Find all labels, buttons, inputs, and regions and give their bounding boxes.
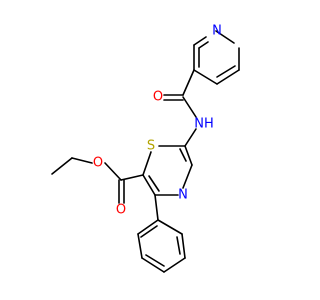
bond [163, 257, 186, 273]
bond [141, 257, 165, 273]
bond [193, 36, 207, 46]
atom-s-thiazole: S [147, 139, 155, 154]
bond [104, 162, 122, 181]
atom-n-thiazole: N [178, 188, 188, 203]
structure-canvas: N O NH S N O O [51, 23, 240, 273]
bond [140, 225, 158, 238]
bond [216, 65, 236, 78]
bond [215, 30, 235, 44]
bond [157, 219, 183, 235]
bond [176, 236, 181, 255]
bond [154, 194, 159, 221]
atom-o-ester-single: O [93, 156, 103, 171]
bond [216, 69, 240, 85]
bond [137, 233, 143, 259]
bond [179, 148, 187, 162]
bond [184, 145, 193, 166]
ester-group [51, 157, 144, 204]
bond [182, 69, 195, 96]
atom-o-amide: O [153, 90, 163, 105]
pyridine-ring [193, 30, 240, 85]
bond [142, 151, 152, 176]
bond [184, 128, 197, 147]
atom-n-pyridine: N [212, 24, 222, 39]
atom-nh-amide: NH [194, 117, 214, 132]
bond [51, 157, 73, 175]
bond [145, 254, 165, 267]
amide-group [163, 69, 197, 147]
bond [181, 233, 186, 259]
bond [193, 69, 218, 85]
phenyl-ring [137, 194, 186, 273]
atom-o-ester-double: O [116, 203, 126, 218]
molecule-structure: N O NH S N O O [51, 24, 240, 273]
bond [148, 175, 160, 192]
bond [198, 41, 209, 49]
bond [137, 219, 159, 235]
bond [142, 174, 156, 196]
bond [182, 164, 193, 189]
thiazole-ring [142, 145, 193, 196]
bond [120, 174, 144, 181]
bond [182, 96, 197, 118]
bond [71, 157, 93, 164]
